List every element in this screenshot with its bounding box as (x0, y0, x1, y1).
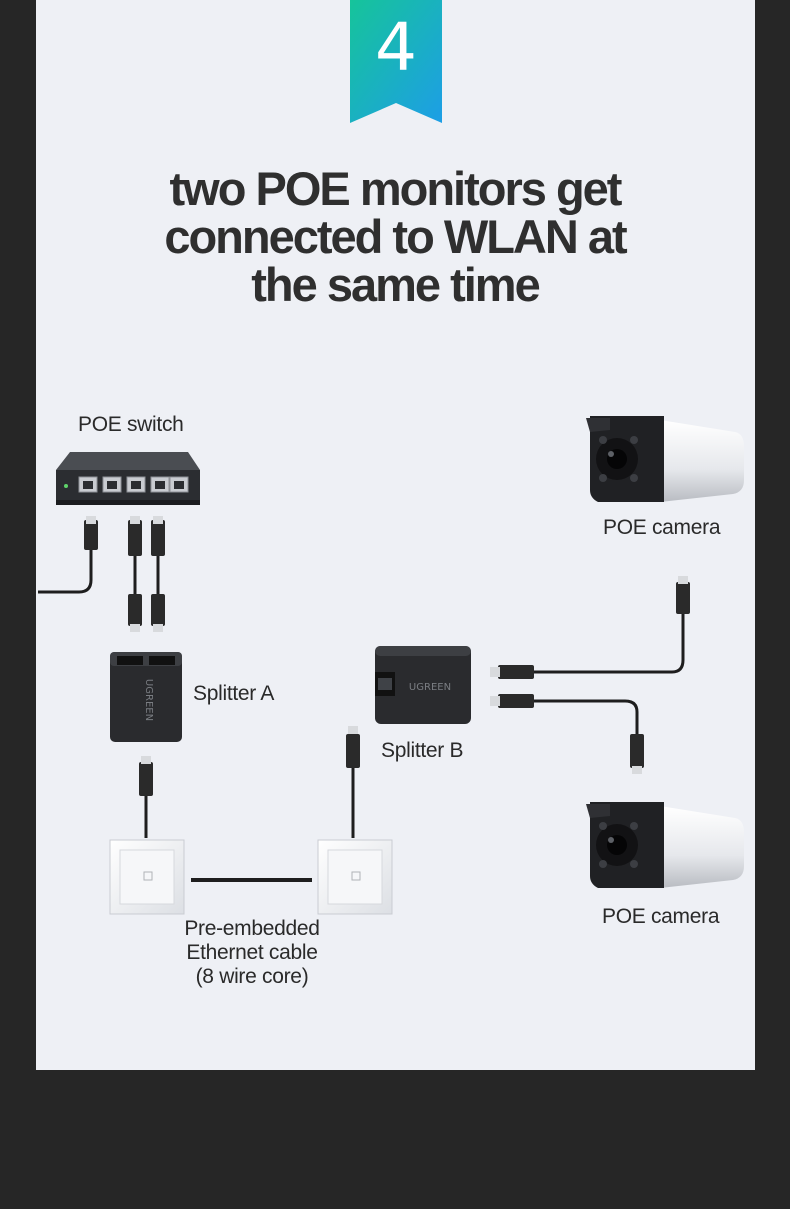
headline-line-3: the same time (251, 258, 540, 311)
splitter-a-icon: UGREEN (110, 652, 182, 742)
rj45-plug-icon (84, 516, 165, 632)
splitter-a-cable (139, 756, 153, 838)
switch-cables (38, 550, 160, 595)
poe-switch-label: POE switch (78, 413, 184, 436)
splitter-a-label: Splitter A (193, 682, 275, 705)
cable-label-line-1: Pre-embedded (184, 917, 320, 940)
badge-ribbon (350, 0, 442, 123)
camera-top-icon (586, 416, 744, 502)
splitter-b-icon: UGREEN (375, 646, 471, 724)
splitter-a-brand: UGREEN (143, 679, 154, 721)
camera-bottom-label: POE camera (602, 905, 720, 928)
headline: two POE monitors get connected to WLAN a… (95, 165, 695, 309)
embedded-cable-label: Pre-embedded Ethernet cable (8 wire core… (152, 917, 352, 989)
camera-top-label: POE camera (603, 516, 721, 539)
splitter-b-label: Splitter B (381, 739, 464, 762)
step-number: 4 (375, 9, 417, 86)
cable-label-line-2: Ethernet cable (186, 941, 318, 964)
cable-label-line-3: (8 wire core) (195, 965, 309, 988)
wall-plate-2-icon (317, 839, 393, 915)
headline-line-1: two POE monitors get (169, 162, 623, 215)
splitter-b-cables (490, 576, 690, 774)
step-badge: 4 (350, 0, 442, 123)
splitter-b-brand: UGREEN (409, 682, 451, 693)
poe-switch-icon (56, 452, 200, 505)
wall-plate-1-icon (109, 839, 185, 915)
wall-plate-2-cable (346, 726, 360, 838)
headline-line-2: connected to WLAN at (164, 210, 627, 263)
camera-bottom-icon (586, 802, 744, 888)
